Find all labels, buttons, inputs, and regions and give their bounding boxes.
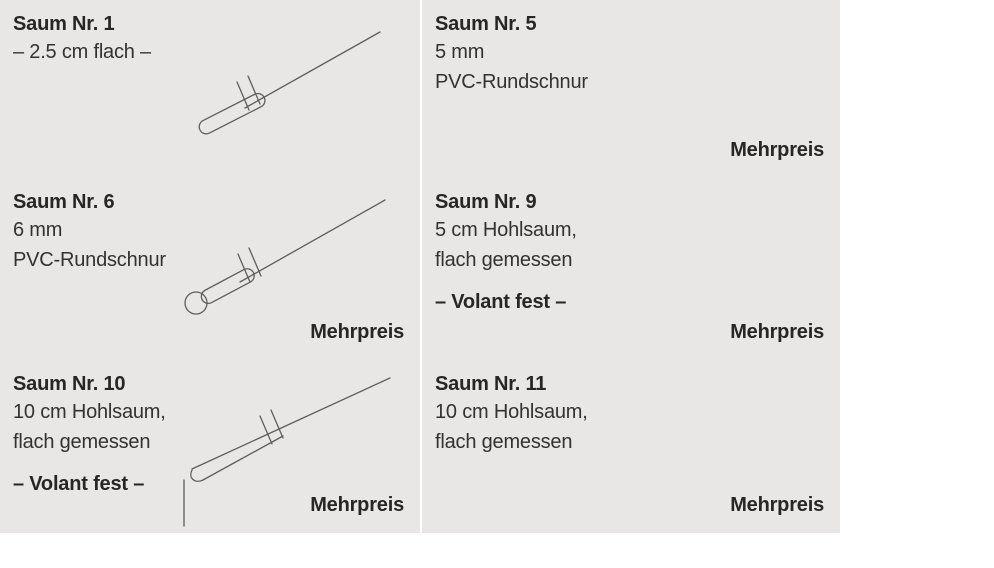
- saum-spec-line: 5 mm: [435, 41, 485, 63]
- hollow-hem-volant-drawing: [183, 377, 391, 527]
- saum-text-block: Saum Nr. 10 10 cm Hohlsaum, flach gemess…: [13, 371, 166, 497]
- saum-spec-line: – 2.5 cm flach –: [13, 41, 151, 63]
- mehrpreis-label: Mehrpreis: [310, 321, 404, 343]
- pvc-round-cord-hem-drawing: [184, 199, 386, 315]
- saum-spec-line: PVC-Rundschnur: [435, 71, 588, 93]
- saum-option-10[interactable]: Saum Nr. 10 10 cm Hohlsaum, flach gemess…: [0, 360, 420, 533]
- saum-title: Saum Nr. 5: [435, 13, 537, 35]
- mehrpreis-label: Mehrpreis: [730, 494, 824, 516]
- saum-spec-line: flach gemessen: [13, 431, 151, 453]
- saum-text-block: Saum Nr. 9 5 cm Hohlsaum, flach gemessen…: [435, 189, 577, 315]
- mehrpreis-label: Mehrpreis: [730, 139, 824, 161]
- saum-option-6[interactable]: Saum Nr. 6 6 mm PVC-Rundschnur Mehrpreis: [0, 178, 420, 360]
- mehrpreis-label: Mehrpreis: [310, 494, 404, 516]
- saum-option-1[interactable]: Saum Nr. 1 – 2.5 cm flach –: [0, 0, 420, 178]
- flat-hem-drawing: [198, 31, 381, 135]
- saum-text-block: Saum Nr. 6 6 mm PVC-Rundschnur: [13, 189, 166, 275]
- saum-spec-line: flach gemessen: [435, 249, 573, 271]
- saum-title: Saum Nr. 11: [435, 373, 547, 395]
- saum-option-5[interactable]: Saum Nr. 5 5 mm PVC-Rundschnur Mehrpreis: [422, 0, 840, 178]
- saum-title: Saum Nr. 10: [13, 373, 126, 395]
- saum-text-block: Saum Nr. 11 10 cm Hohlsaum, flach gemess…: [435, 371, 588, 457]
- saum-spec-line: 10 cm Hohlsaum,: [435, 401, 588, 423]
- saum-title: Saum Nr. 9: [435, 191, 537, 213]
- saum-spec-line: 10 cm Hohlsaum,: [13, 401, 166, 423]
- saum-option-9[interactable]: Saum Nr. 9 5 cm Hohlsaum, flach gemessen…: [422, 178, 840, 360]
- mehrpreis-label: Mehrpreis: [730, 321, 824, 343]
- saum-title: Saum Nr. 1: [13, 13, 115, 35]
- saum-spec-line: PVC-Rundschnur: [13, 249, 166, 271]
- saum-option-11[interactable]: Saum Nr. 11 10 cm Hohlsaum, flach gemess…: [422, 360, 840, 533]
- saum-note: – Volant fest –: [435, 291, 567, 313]
- saum-spec-line: flach gemessen: [435, 431, 573, 453]
- saum-text-block: Saum Nr. 5 5 mm PVC-Rundschnur: [435, 11, 588, 97]
- saum-spec-line: 6 mm: [13, 219, 63, 241]
- saum-text-block: Saum Nr. 1 – 2.5 cm flach –: [13, 11, 151, 67]
- saum-spec-line: 5 cm Hohlsaum,: [435, 219, 577, 241]
- saum-title: Saum Nr. 6: [13, 191, 115, 213]
- saum-note: – Volant fest –: [13, 473, 145, 495]
